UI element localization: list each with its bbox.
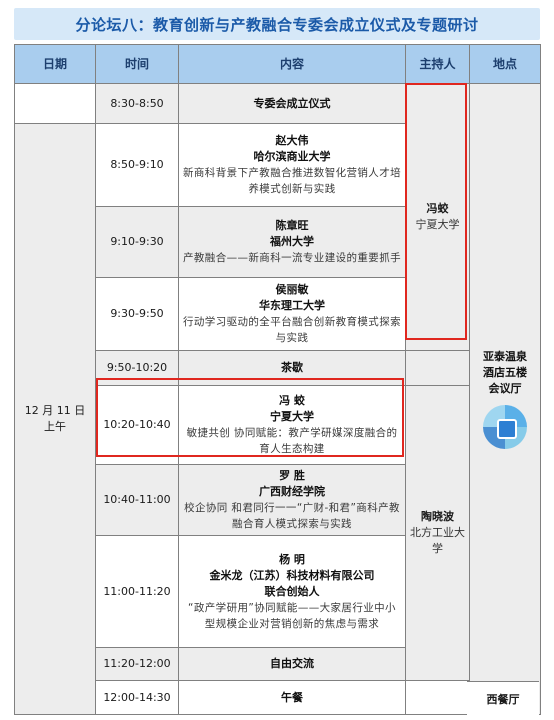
date-day: 12 月 11 日 — [24, 404, 86, 417]
time-cell: 8:50-9:10 — [95, 123, 179, 207]
table-row: 9:10-9:30 陈章旺 福州大学 产教融合——新商科一流专业建设的重要抓手 — [15, 206, 541, 278]
host-cell-2: 陶晓波 北方工业大学 — [405, 385, 470, 681]
table-row: 9:30-9:50 侯丽敏 华东理工大学 行动学习驱动的全平台融合创新教育模式探… — [15, 277, 541, 351]
talk-title: 产教融合——新商科一流专业建设的重要抓手 — [183, 252, 401, 264]
speaker-org: 金米龙（江苏）科技材料有限公司 — [209, 568, 375, 582]
talk-title: 校企协同 和君同行一一“广财-和君”商科产教融合育人模式探索与实践 — [184, 502, 400, 530]
session-title: 茶歇 — [281, 361, 303, 374]
forum-title: 分论坛八：教育创新与产教融合专委会成立仪式及专题研讨 — [14, 8, 540, 40]
content-cell: 冯 蛟 宁夏大学 敏捷共创 协同赋能：教产学研媒深度融合的育人生态构建 — [178, 385, 406, 465]
content-cell: 午餐 — [178, 680, 406, 715]
table-row: 8:30-8:50 专委会成立仪式 冯蛟 宁夏大学 亚泰温泉 酒店五楼 会议厅 — [14, 83, 541, 715]
table-row: 12 月 11 日 上午 8:50-9:10 赵大伟 哈尔滨商业大学 新商科背景… — [14, 123, 541, 715]
time-cell: 10:40-11:00 — [95, 464, 179, 536]
table-row: 11:20-12:00 自由交流 — [15, 647, 541, 681]
date-period: 上午 — [44, 420, 66, 433]
venue-line: 酒店五楼 — [483, 366, 527, 379]
venue-line: 亚泰温泉 — [483, 350, 527, 363]
content-cell: 陈章旺 福州大学 产教融合——新商科一流专业建设的重要抓手 — [178, 206, 406, 278]
time-cell: 9:30-9:50 — [95, 277, 179, 351]
host-org: 北方工业大学 — [410, 526, 465, 555]
venue-cell: 亚泰温泉 酒店五楼 会议厅 — [469, 83, 541, 715]
host-cell-empty — [405, 350, 470, 386]
time-cell: 10:20-10:40 — [95, 385, 179, 465]
wechat-qr-code-icon — [483, 405, 527, 449]
header-time: 时间 — [95, 44, 179, 84]
content-cell: 茶歇 — [178, 350, 406, 386]
time-cell: 8:30-8:50 — [95, 83, 179, 124]
lunch-venue: 西餐厅 — [467, 681, 539, 715]
host-cell-1: 冯蛟 宁夏大学 — [405, 83, 470, 351]
date-cell: 12 月 11 日 上午 — [14, 123, 96, 715]
session-title: 自由交流 — [270, 657, 314, 670]
table-row: 10:20-10:40 冯 蛟 宁夏大学 敏捷共创 协同赋能：教产学研媒深度融合… — [15, 385, 541, 681]
table-row: 12:00-14:30 午餐 — [15, 680, 541, 715]
table-header-row: 日期 时间 内容 主持人 地点 — [14, 44, 541, 84]
table-row: 11:00-11:20 杨 明 金米龙（江苏）科技材料有限公司 联合创始人 “政… — [15, 535, 541, 648]
host-cell-empty — [405, 680, 470, 715]
time-cell: 11:00-11:20 — [95, 535, 179, 648]
host-org: 宁夏大学 — [415, 218, 460, 231]
session-title: 专委会成立仪式 — [253, 96, 331, 110]
host-name: 冯蛟 — [426, 202, 449, 215]
venue-line: 会议厅 — [488, 382, 522, 395]
speaker-org: 哈尔滨商业大学 — [253, 150, 331, 163]
speaker-org: 宁夏大学 — [270, 410, 314, 423]
header-host: 主持人 — [405, 44, 470, 84]
time-cell: 9:50-10:20 — [95, 350, 179, 386]
schedule-table: 日期 时间 内容 主持人 地点 8:30-8:50 专委会成立仪式 冯蛟 宁夏大… — [14, 44, 541, 715]
speaker-title: 联合创始人 — [264, 584, 320, 598]
header-date: 日期 — [14, 44, 96, 84]
content-cell: 赵大伟 哈尔滨商业大学 新商科背景下产教融合推进数智化营销人才培养模式创新与实践 — [178, 123, 406, 207]
content-cell: 自由交流 — [178, 647, 406, 681]
date-cell-empty — [14, 83, 96, 124]
session-title: 午餐 — [281, 690, 303, 704]
time-cell: 11:20-12:00 — [95, 647, 179, 681]
talk-title: 敏捷共创 协同赋能：教产学研媒深度融合的育人生态构建 — [186, 427, 398, 455]
talk-title: “政产学研用”协同赋能——大家居行业中小型规模企业对营销创新的焦虑与需求 — [188, 601, 396, 630]
content-cell: 罗 胜 广西财经学院 校企协同 和君同行一一“广财-和君”商科产教融合育人模式探… — [178, 464, 406, 536]
speaker-org: 福州大学 — [270, 235, 314, 248]
content-cell: 侯丽敏 华东理工大学 行动学习驱动的全平台融合创新教育模式探索与实践 — [178, 277, 406, 351]
speaker-org: 华东理工大学 — [259, 299, 325, 312]
speaker-name: 侯丽敏 — [275, 283, 309, 296]
speaker-name: 冯 蛟 — [279, 394, 305, 407]
speaker-name: 杨 明 — [279, 552, 305, 566]
header-location: 地点 — [469, 44, 541, 84]
talk-title: 新商科背景下产教融合推进数智化营销人才培养模式创新与实践 — [183, 167, 401, 195]
header-content: 内容 — [178, 44, 406, 84]
content-cell: 专委会成立仪式 — [178, 83, 406, 124]
content-cell: 杨 明 金米龙（江苏）科技材料有限公司 联合创始人 “政产学研用”协同赋能——大… — [178, 535, 406, 648]
speaker-org: 广西财经学院 — [259, 485, 325, 498]
talk-title: 行动学习驱动的全平台融合创新教育模式探索与实践 — [183, 316, 401, 344]
time-cell: 9:10-9:30 — [95, 206, 179, 278]
speaker-name: 罗 胜 — [279, 469, 305, 482]
time-cell: 12:00-14:30 — [95, 680, 179, 715]
speaker-name: 赵大伟 — [275, 134, 309, 147]
speaker-name: 陈章旺 — [275, 219, 309, 232]
host-name: 陶晓波 — [421, 510, 454, 523]
